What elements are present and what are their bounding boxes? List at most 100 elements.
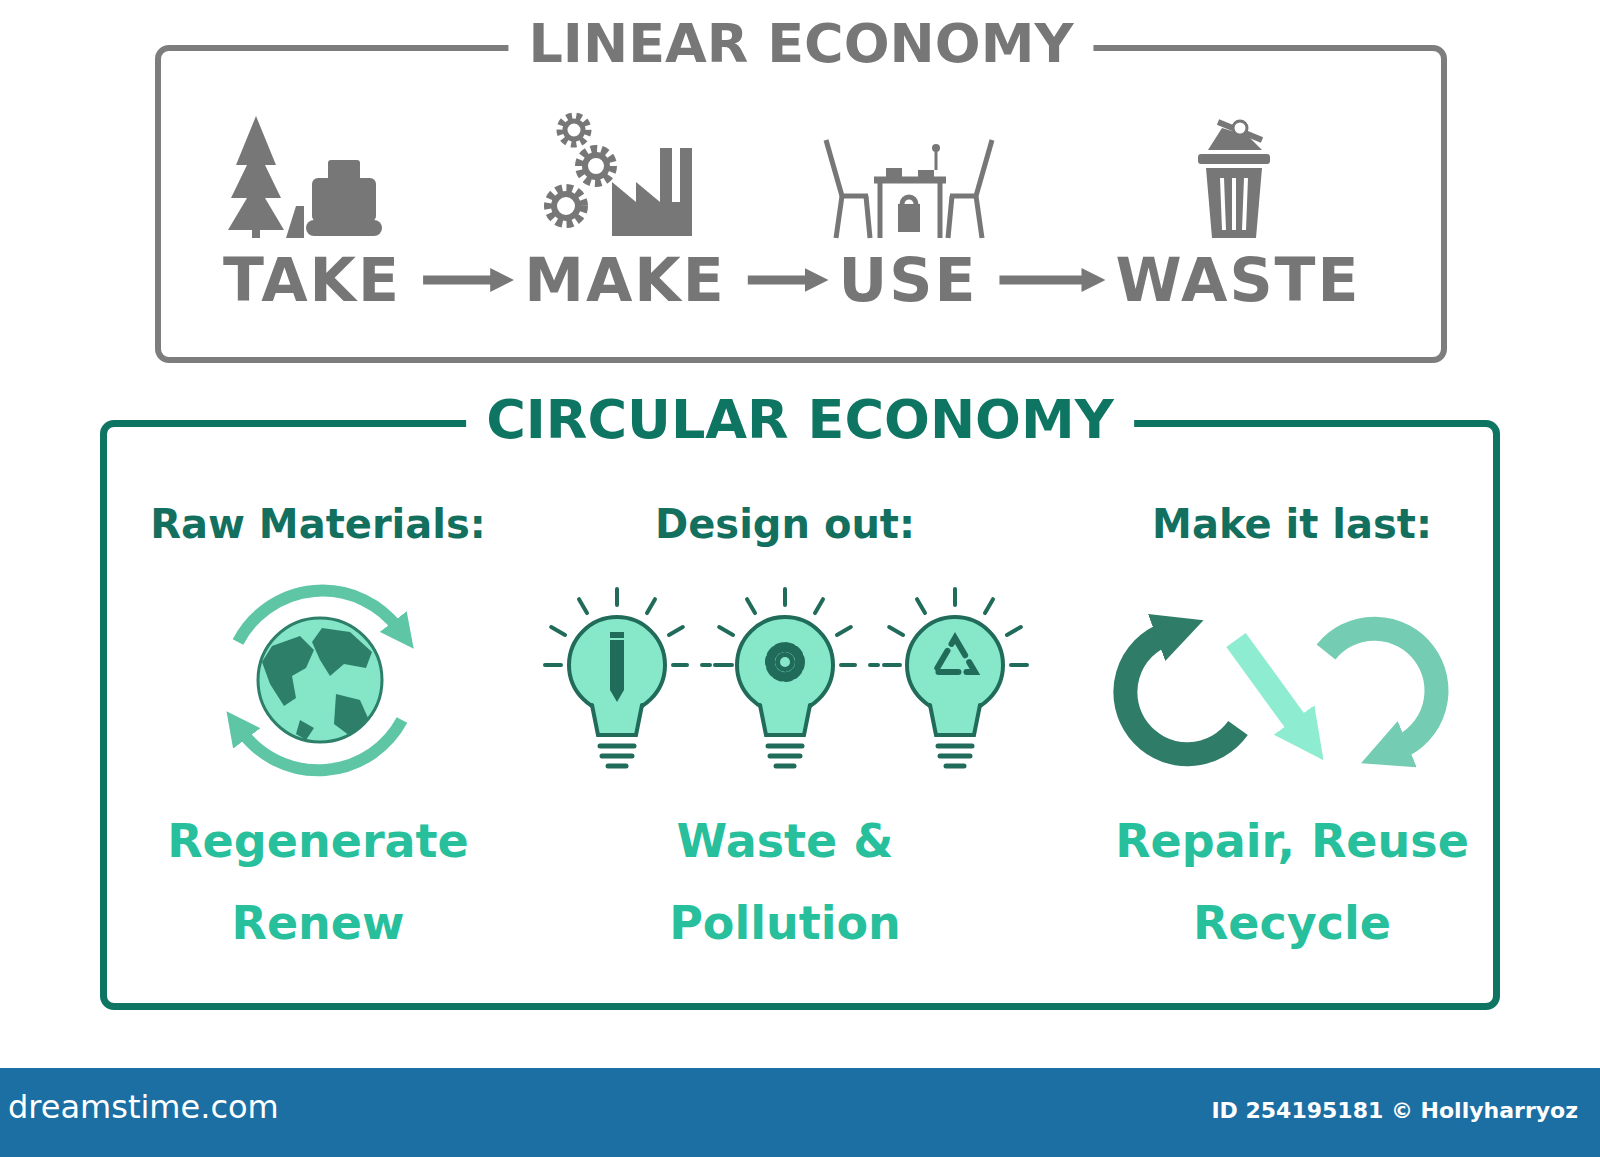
- bulb-ray: [783, 589, 787, 605]
- principle-group: Raw Materials: Regenerate Renew: [138, 498, 498, 964]
- table-chairs-icon: [918, 170, 934, 178]
- bulb-icons: [737, 617, 833, 713]
- principle-text: Repair, Reuse Recycle: [1077, 800, 1507, 964]
- globe-icon: [312, 628, 372, 676]
- globe-icon: [334, 694, 368, 736]
- table-chairs-icon: [948, 196, 952, 238]
- bulb-icons: [946, 764, 964, 769]
- bulb-ray: [669, 627, 683, 635]
- bulb-ray: [815, 599, 823, 613]
- bulb-icons: [930, 705, 980, 735]
- bulb-ray: [715, 663, 729, 667]
- bulb-icons: [610, 632, 624, 702]
- gears-factory-icon: [554, 194, 578, 218]
- bulb-ray: [673, 663, 687, 667]
- bulb-ray: [647, 599, 655, 613]
- bulb-icons: [600, 746, 972, 766]
- table-chairs-icon: [976, 140, 992, 196]
- flow-arrow: [999, 276, 1085, 285]
- bulb-icons: [569, 617, 1003, 713]
- bulb-ray: [615, 589, 619, 605]
- bulb-icons: [935, 638, 975, 672]
- gears-factory-icon: [585, 155, 607, 177]
- bulb-icons: [768, 744, 802, 749]
- globe-icon: [296, 720, 314, 740]
- panel-title: LINEAR ECONOMY: [508, 9, 1093, 79]
- bulb-icons: [702, 663, 732, 667]
- bulb-icons: [775, 652, 795, 672]
- step-label: USE: [839, 246, 978, 314]
- infinity-arrows-icon: [1125, 629, 1436, 755]
- step-label: WASTE: [1115, 246, 1360, 314]
- table-chairs-icon: [866, 196, 870, 238]
- gears-factory-icon: [549, 117, 692, 236]
- table-chairs-icon: [938, 182, 943, 238]
- bulb-ray: [841, 663, 855, 667]
- trash-can-icon: [1233, 121, 1247, 135]
- gears-factory-icon: [561, 117, 587, 143]
- principle-group: Make it last: Repair, Reuse Recycle: [1077, 498, 1507, 964]
- bulb-ray: [985, 599, 993, 613]
- gears-factory-icon: [580, 150, 612, 182]
- bulb-icons: [600, 744, 634, 749]
- bulb-icons: [592, 705, 642, 735]
- watermark-site: dreamstime.com: [8, 1088, 279, 1126]
- bulb-icons: [569, 617, 665, 713]
- step-label: USE: [839, 246, 978, 314]
- principle-heading: Raw Materials:: [138, 498, 498, 550]
- gears-factory-icon: [565, 121, 583, 139]
- linear-economy-panel: LINEAR ECONOMYTAKEMAKEUSEWASTE: [155, 45, 1447, 363]
- table-chairs-icon: [874, 177, 946, 184]
- trash-can-icon: [1218, 122, 1262, 140]
- bulb-icons: [780, 657, 790, 667]
- bulb-icons: [610, 632, 624, 638]
- tree-bulldozer-icon: [228, 116, 284, 230]
- bulb-icons: [870, 663, 900, 667]
- bulb-ray: [579, 599, 587, 613]
- bulb-ray: [547, 663, 561, 667]
- tree-bulldozer-icon: [228, 116, 382, 238]
- globe-icon: [262, 636, 314, 706]
- globe-icon: [238, 591, 402, 771]
- bulb-icons: [592, 705, 980, 735]
- image-credit: ID 254195181 © Hollyharryoz: [1211, 1098, 1578, 1123]
- bulb-icons: [907, 617, 1003, 713]
- bulb-ray: [953, 589, 957, 605]
- principle-heading: Design out:: [615, 498, 955, 550]
- bulb-icons: [938, 744, 972, 749]
- trash-can-icon: [1198, 121, 1270, 238]
- tree-bulldozer-icon: [252, 228, 260, 238]
- tree-bulldozer-icon: [306, 220, 382, 236]
- step-label: MAKE: [524, 246, 726, 314]
- table-chairs-icon: [836, 196, 842, 238]
- bulb-ray: [837, 627, 851, 635]
- infinity-arrows-icon: [1326, 629, 1436, 748]
- bulb-icons: [610, 640, 624, 702]
- table-chairs-icon: [826, 140, 992, 238]
- flow-arrow: [423, 276, 494, 285]
- table-chairs-icon: [878, 182, 883, 238]
- tree-bulldozer-icon: [328, 160, 360, 182]
- bulb-icons: [776, 764, 794, 769]
- trash-can-icon: [1244, 178, 1246, 230]
- table-chairs-icon: [902, 197, 916, 204]
- bulb-ray: [551, 627, 565, 635]
- trash-can-icon: [1198, 154, 1270, 164]
- step-label: WASTE: [1115, 246, 1360, 314]
- principle-group: Design out: Waste & Pollution: [615, 498, 955, 964]
- gears-factory-icon: [612, 148, 692, 236]
- bulb-ray: [747, 599, 755, 613]
- trash-can-icon: [1232, 178, 1236, 230]
- principle-text: Waste & Pollution: [615, 800, 955, 964]
- principle-heading: Make it last:: [1077, 498, 1507, 550]
- tree-bulldozer-icon: [312, 178, 376, 222]
- table-chairs-icon: [976, 196, 982, 238]
- bulb-icons: [760, 705, 810, 735]
- gears-factory-icon: [549, 189, 583, 223]
- trash-can-icon: [1206, 168, 1262, 238]
- circular-economy-panel: CIRCULAR ECONOMYRaw Materials:Regenerate…: [100, 420, 1500, 1010]
- bulb-ray: [917, 599, 925, 613]
- principle-text: Regenerate Renew: [138, 800, 498, 964]
